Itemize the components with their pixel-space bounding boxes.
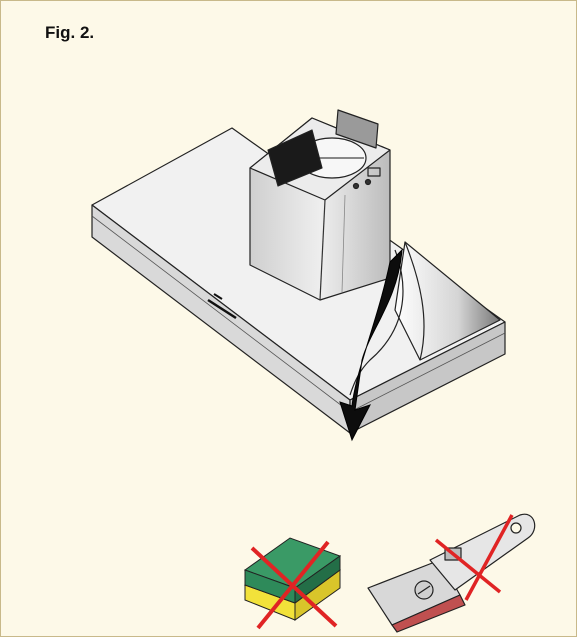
peel-film-arrow-icon [339,248,403,442]
range-hood-illustration [91,109,506,434]
scraper-forbidden-icon [367,513,536,633]
sponge-forbidden-icon [243,537,342,630]
figure-label: Fig. 2. [45,23,95,42]
